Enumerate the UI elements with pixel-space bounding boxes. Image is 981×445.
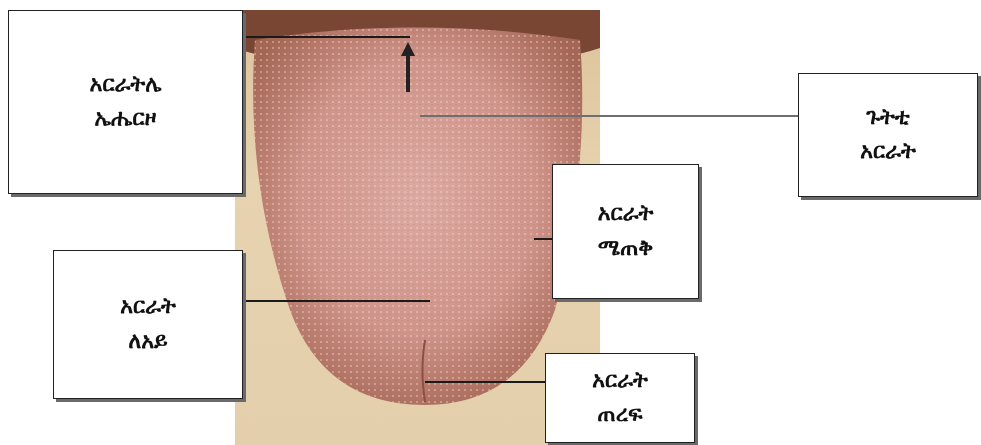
leader-tip	[425, 381, 545, 383]
leader-middle	[420, 115, 798, 117]
leader-back	[242, 36, 410, 38]
label-side-line1: አርራት	[598, 197, 654, 231]
label-center-line1: አርራት	[120, 290, 176, 324]
label-tip: አርራት ጠረፍ	[545, 353, 695, 443]
label-tip-line1: አርራት	[592, 364, 648, 398]
label-center-line2: ለአይ	[128, 325, 167, 359]
label-tip-line2: ጠረፍ	[597, 398, 642, 432]
label-middle-line2: አርራት	[860, 135, 916, 169]
leader-side	[534, 238, 552, 240]
label-back-line2: ኤሔርዞ	[94, 102, 156, 136]
label-back: አርራትሌ ኤሔርዞ	[8, 10, 243, 194]
leader-center	[242, 300, 430, 302]
label-middle-line1: ጉትቲ	[866, 101, 910, 135]
tongue-texture	[253, 28, 582, 406]
label-middle: ጉትቲ አርራት	[798, 73, 978, 197]
label-side-line2: ሜጠቅ	[598, 232, 653, 266]
label-side: አርራት ሜጠቅ	[552, 164, 699, 299]
label-center: አርራት ለአይ	[53, 250, 243, 399]
label-back-line1: አርራትሌ	[89, 68, 161, 102]
